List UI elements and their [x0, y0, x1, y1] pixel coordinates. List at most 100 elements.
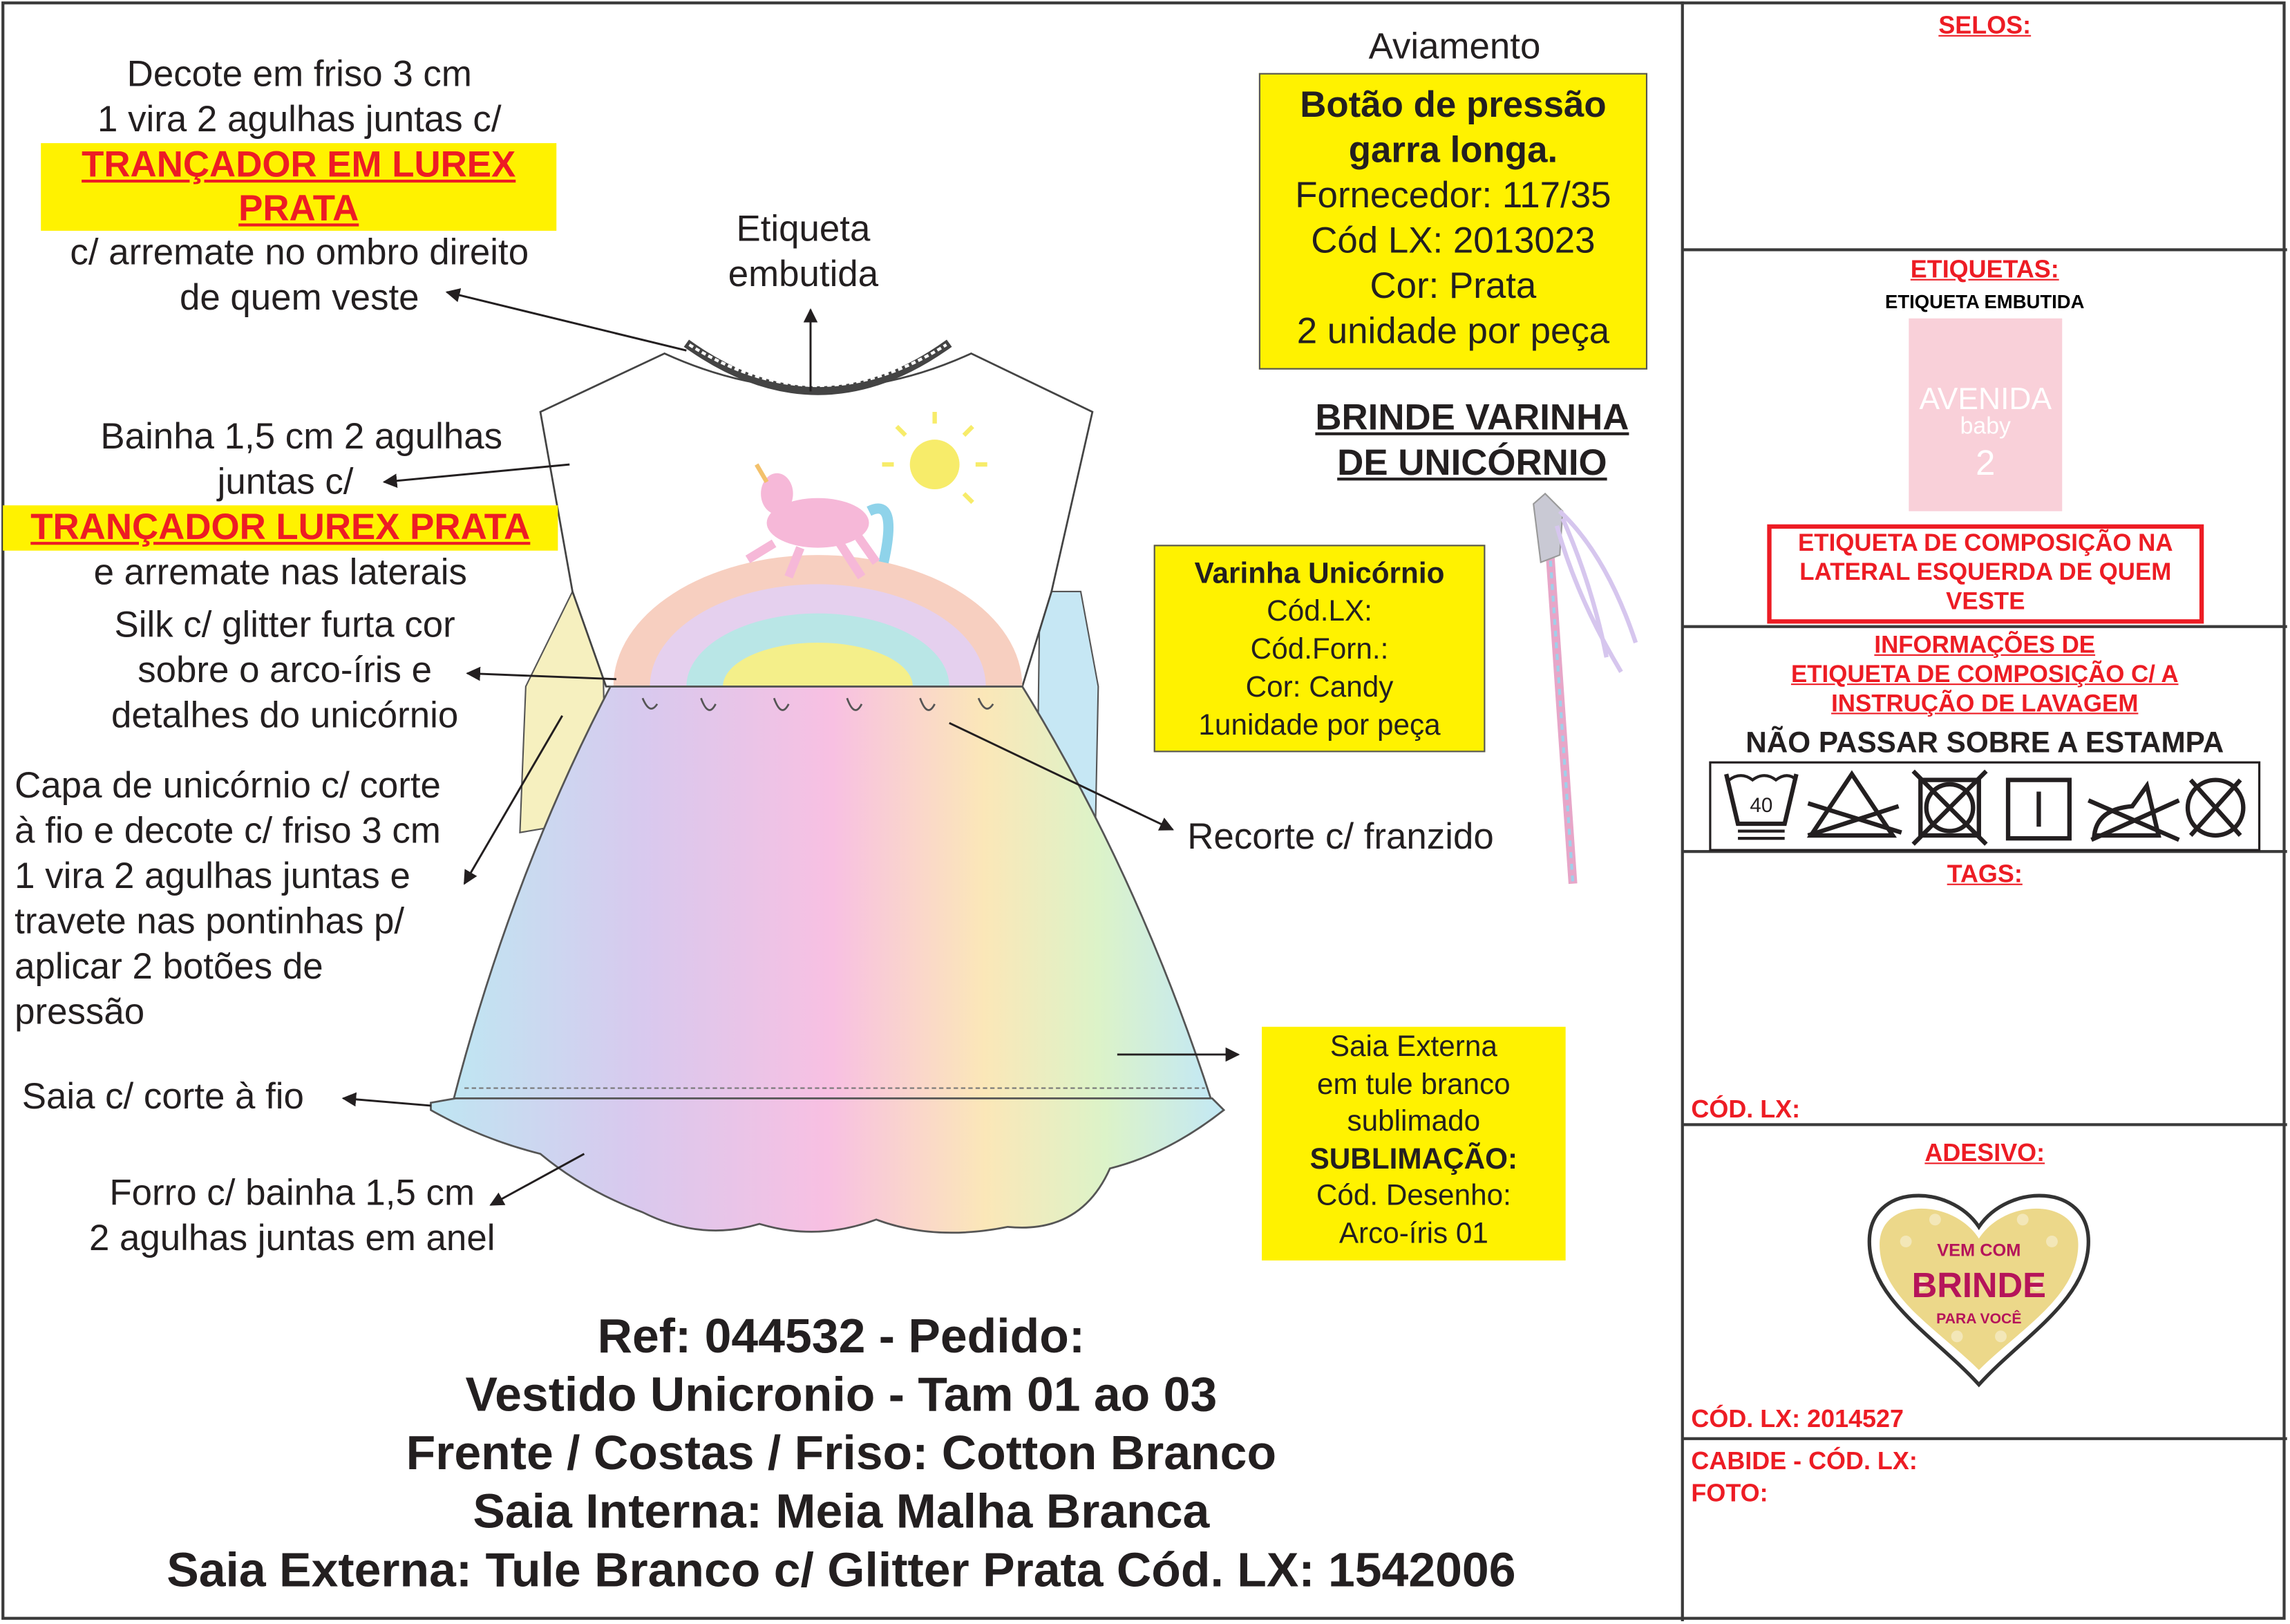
wash-temp: 40 [1750, 794, 1772, 817]
text: à fio e decote c/ friso 3 cm [15, 810, 441, 852]
text: aplicar 2 botões de [15, 946, 323, 988]
text: em tule branco [1317, 1068, 1511, 1101]
text: Capa de unicórnio c/ corte [15, 765, 441, 806]
text: garra longa. [1348, 130, 1558, 171]
divider [1682, 248, 2287, 252]
text: Cód LX: 2013023 [1311, 220, 1596, 262]
text: Bainha 1,5 cm 2 agulhas [100, 416, 503, 457]
text: Ref: 044532 - Pedido: [597, 1308, 1086, 1363]
text: Cor: Prata [1370, 265, 1537, 307]
text: Silk c/ glitter furta cor [114, 604, 455, 646]
text: BRINDE VARINHA [1315, 397, 1629, 439]
text: Saia Interna: Meia Malha Branca [473, 1484, 1210, 1538]
text: 2 unidade por peça [1296, 311, 1610, 352]
annotation-silk: Silk c/ glitter furta cor sobre o arco-í… [59, 603, 511, 739]
annotation-bainha: Bainha 1,5 cm 2 agulhas juntas c/ TRANÇA… [3, 415, 558, 596]
neckline [683, 339, 952, 395]
sticker-text: BRINDE [1912, 1265, 2046, 1305]
text: 1unidade por peça [1198, 710, 1441, 742]
text: Cor: Candy [1245, 672, 1394, 704]
text: 1 vira 2 agulhas juntas c/ [97, 99, 502, 140]
text: INFORMAÇÕES DE [1874, 632, 2096, 659]
cabide-cod-lx: CABIDE - CÓD. LX: [1691, 1447, 1918, 1475]
text: ETIQUETA DE COMPOSIÇÃO NA [1798, 530, 2173, 557]
text: sublimado [1347, 1105, 1481, 1138]
no-dry-clean-icon [2185, 777, 2246, 838]
text: TRANÇADOR EM LUREX [82, 144, 516, 186]
text: Arco-íris 01 [1338, 1217, 1488, 1250]
annotation-etiqueta: Etiqueta embutida [686, 207, 920, 298]
skirt-hem [430, 1097, 1226, 1234]
callout-arrows [341, 288, 1240, 1206]
selos-heading: SELOS: [1938, 11, 2032, 40]
sticker-text: PARA VOCÊ [1936, 1310, 2021, 1327]
etiquetas-heading: ETIQUETAS: [1910, 255, 2059, 284]
divider [1682, 625, 2287, 628]
text: Varinha Unicórnio [1194, 558, 1445, 590]
right-panel-divider [1681, 1, 1684, 1621]
text: SUBLIMAÇÃO: [1309, 1142, 1518, 1175]
text: pressão [15, 992, 145, 1033]
text: Cód.LX: [1267, 596, 1372, 628]
text: VESTE [1946, 588, 2025, 615]
text: c/ arremate no ombro direito [70, 232, 529, 274]
text: 2 agulhas juntas em anel [88, 1218, 495, 1259]
text: Cód. Desenho: [1316, 1180, 1511, 1213]
text: detalhes do unicórnio [111, 695, 459, 737]
annotation-capa: Capa de unicórnio c/ corte à fio e decot… [15, 764, 441, 1035]
text: sobre o arco-íris e [138, 650, 433, 691]
annotation-recorte: Recorte c/ franzido [1187, 816, 1494, 858]
brinde-heading: BRINDE VARINHA DE UNICÓRNIO [1285, 396, 1659, 487]
text: Etiqueta [736, 209, 871, 250]
text: LATERAL ESQUERDA DE QUEM [1799, 559, 2172, 586]
text: Forro c/ bainha 1,5 cm [109, 1173, 475, 1214]
waist-gathers [610, 685, 1023, 711]
foto-label: FOTO: [1691, 1479, 1768, 1508]
text: embutida [728, 254, 879, 295]
dress-illustration [341, 288, 1638, 1234]
text: PRATA [238, 188, 359, 229]
unicorn-print [745, 412, 987, 580]
text: ETIQUETA DE COMPOSIÇÃO C/ A [1790, 661, 2179, 688]
text: DE UNICÓRNIO [1337, 442, 1607, 484]
divider [1682, 1123, 2287, 1126]
varinha-box: Varinha Unicórnio Cód.LX: Cód.Forn.: Cor… [1153, 545, 1486, 753]
text: Cód.Forn.: [1250, 634, 1389, 666]
text: Decote em friso 3 cm [126, 54, 472, 95]
text: INSTRUÇÃO DE LAVAGEM [1831, 690, 2139, 717]
text: 2 [1976, 444, 1996, 484]
text: Vestido Unicronio - Tam 01 ao 03 [465, 1367, 1218, 1422]
tags-heading: TAGS: [1947, 860, 2023, 889]
highlight-trancador-lurex: TRANÇADOR LUREX PRATA [3, 505, 558, 551]
aviamento-heading: Aviamento [1368, 26, 1541, 68]
rainbow-print [613, 555, 1023, 687]
saia-externa-box: Saia Externa em tule branco sublimado SU… [1262, 1026, 1566, 1261]
text: de quem veste [179, 277, 419, 319]
text: Fornecedor: 117/35 [1295, 175, 1611, 216]
line-dry-icon [2005, 777, 2072, 841]
annotation-forro: Forro c/ bainha 1,5 cm 2 agulhas juntas … [59, 1171, 526, 1262]
divider [1682, 1437, 2287, 1440]
nao-passar-warning: NÃO PASSAR SOBRE A ESTAMPA [1745, 727, 2224, 760]
text: AVENIDA [1919, 382, 2052, 417]
aviamento-box: Botão de pressão garra longa. Fornecedor… [1258, 73, 1648, 370]
text: e arremate nas laterais [93, 551, 467, 594]
wash-40-icon [1724, 773, 1799, 840]
adesivo-cod-lx: CÓD. LX: 2014527 [1691, 1405, 1904, 1433]
composicao-box: ETIQUETA DE COMPOSIÇÃO NA LATERAL ESQUER… [1767, 524, 2204, 624]
text: travete nas pontinhas p/ [15, 901, 405, 943]
annotation-decote: Decote em friso 3 cm 1 vira 2 agulhas ju… [29, 53, 569, 321]
sticker-text: VEM COM [1937, 1241, 2021, 1261]
product-title: Ref: 044532 - Pedido: Vestido Unicronio … [0, 1307, 1683, 1600]
wand-illustration [1533, 492, 1638, 885]
text: Botão de pressão [1300, 84, 1607, 126]
text: baby [1960, 415, 2011, 440]
brinde-sticker: VEM COM BRINDE PARA VOCÊ [1867, 1193, 2090, 1388]
no-tumble-dry-icon [1911, 769, 1988, 846]
text: juntas c/ [217, 461, 354, 503]
no-iron-icon [2088, 780, 2180, 842]
text: 1 vira 2 agulhas juntas e [15, 856, 410, 897]
etiqueta-embutida-label: ETIQUETA EMBUTIDA [1885, 290, 2085, 313]
